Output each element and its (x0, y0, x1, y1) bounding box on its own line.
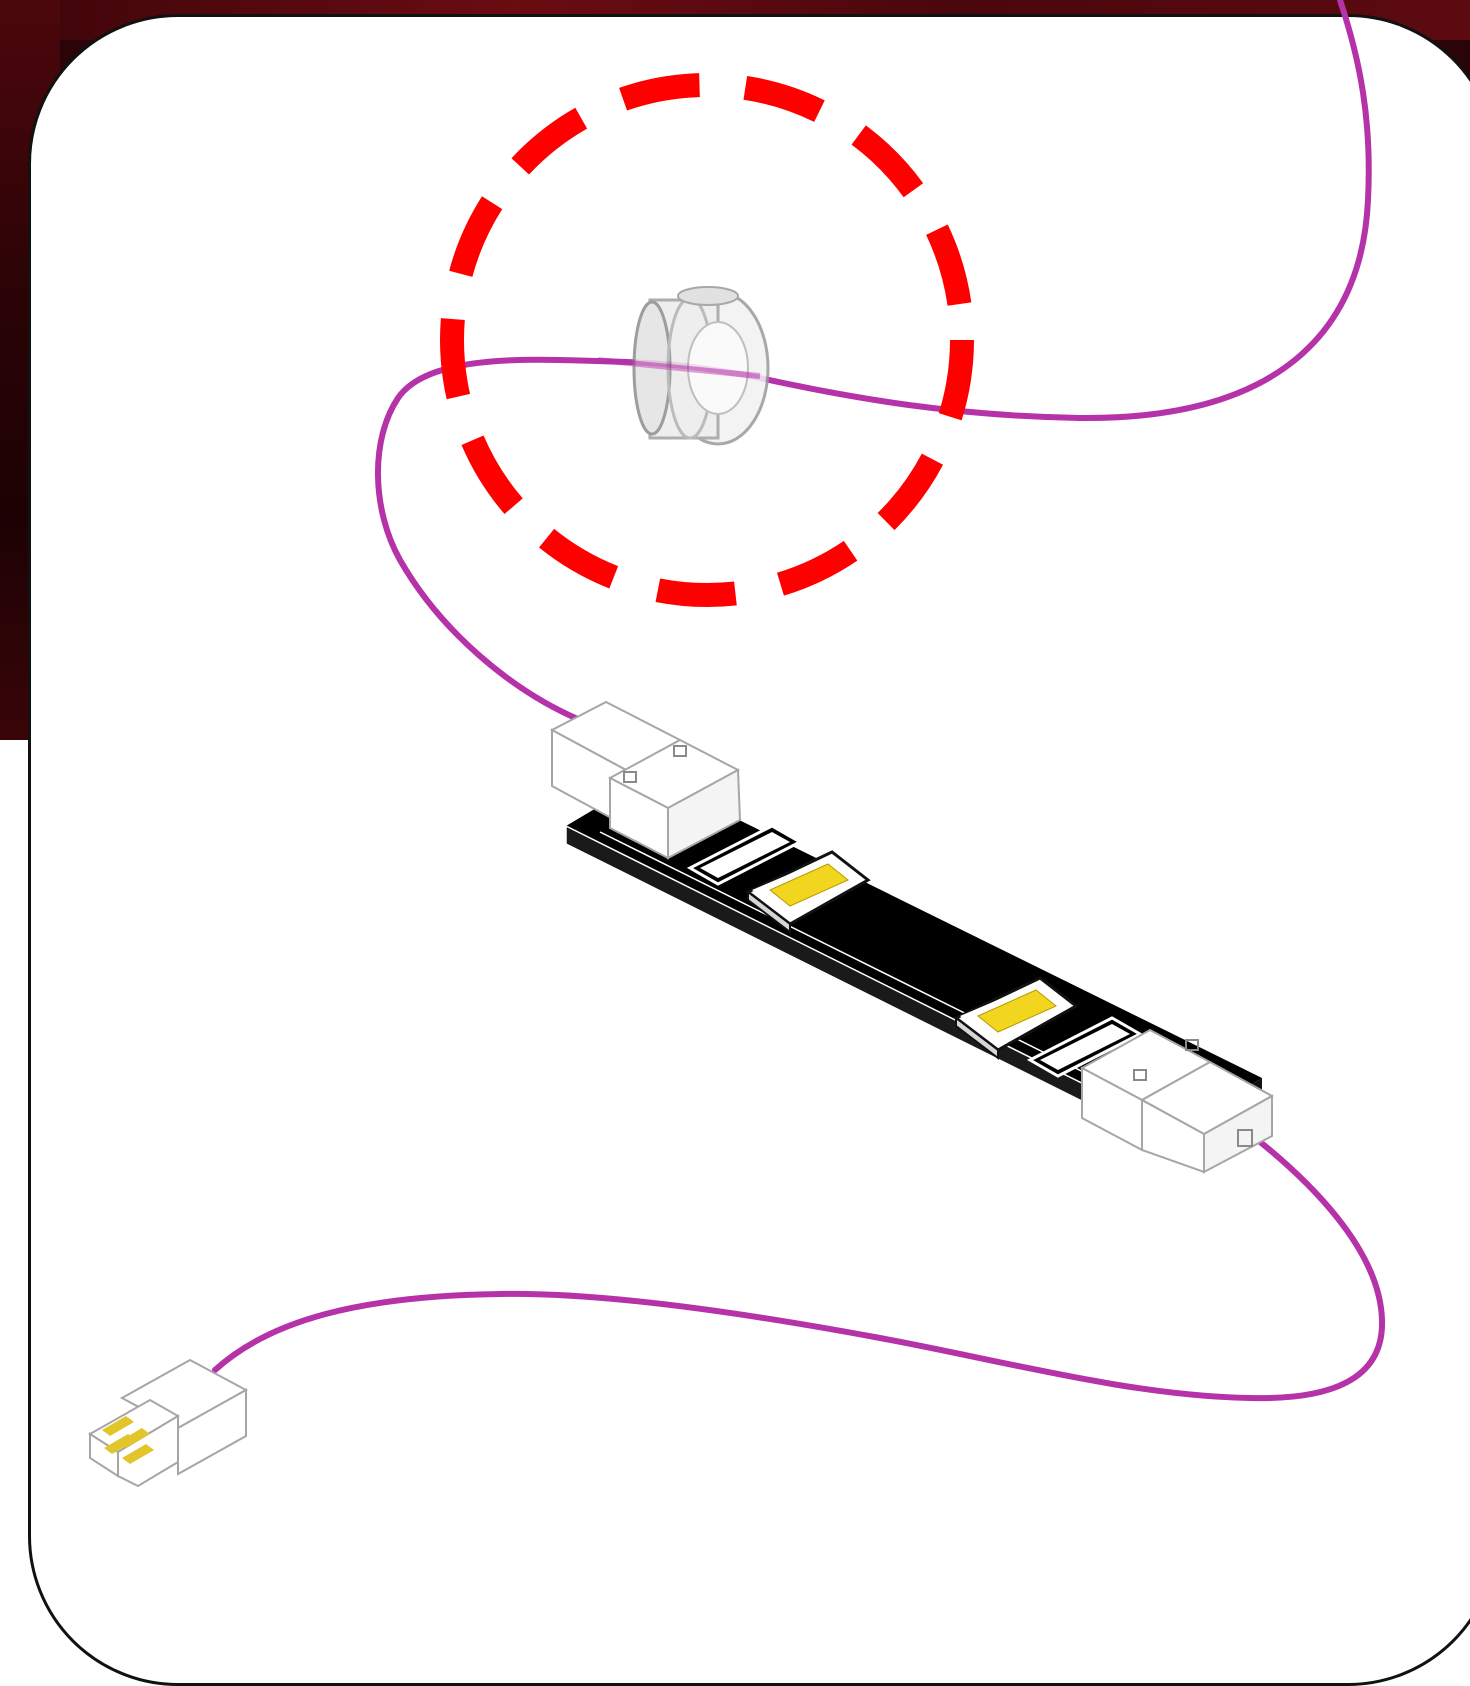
plug-connector (90, 1360, 246, 1486)
wire-upper (378, 0, 1369, 720)
nut-fitting (598, 287, 768, 444)
strip-connector-right (1082, 1030, 1272, 1172)
